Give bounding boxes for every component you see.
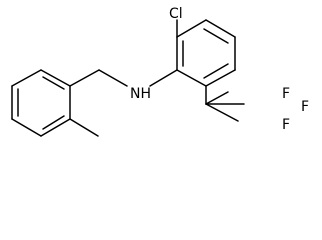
bond-right-ring-inner-bottom [203,63,229,79]
bond-left-ring-bottom-left [11,118,42,137]
chlorine-label: Cl [169,6,183,22]
bond-ring-to-ch2 [69,69,100,87]
bond-ch2-to-n [98,69,128,87]
bond-left-ring-inner-top [42,76,65,90]
bond-cf3-to-f-bottom [205,103,239,122]
bond-left-ring-bottom-right [40,118,71,137]
bond-group [11,19,245,137]
bond-left-ring-inner-right [42,115,65,130]
bond-right-ring-inner-top [203,28,229,44]
bond-right-ring-lower-right [205,69,236,87]
bond-right-ring-upper-right [205,19,236,38]
structure-diagram: Cl NH F F F [11,6,309,137]
atom-label-group: Cl NH F F F [130,6,309,133]
bond-right-ring-left-lower [176,69,207,87]
bond-cf3-to-f-top [205,91,229,105]
bond-left-ring-top-left-edge [11,69,42,87]
fluorine-top-label: F [282,86,290,102]
bond-right-ring-upper-left [176,19,207,38]
bond-n-to-right-ring [149,69,178,87]
fluorine-bottom-label: F [282,117,290,133]
bond-left-ring-top-right [40,69,71,87]
amine-label: NH [130,86,151,102]
fluorine-right-label: F [301,99,309,115]
bond-methyl [69,118,99,137]
